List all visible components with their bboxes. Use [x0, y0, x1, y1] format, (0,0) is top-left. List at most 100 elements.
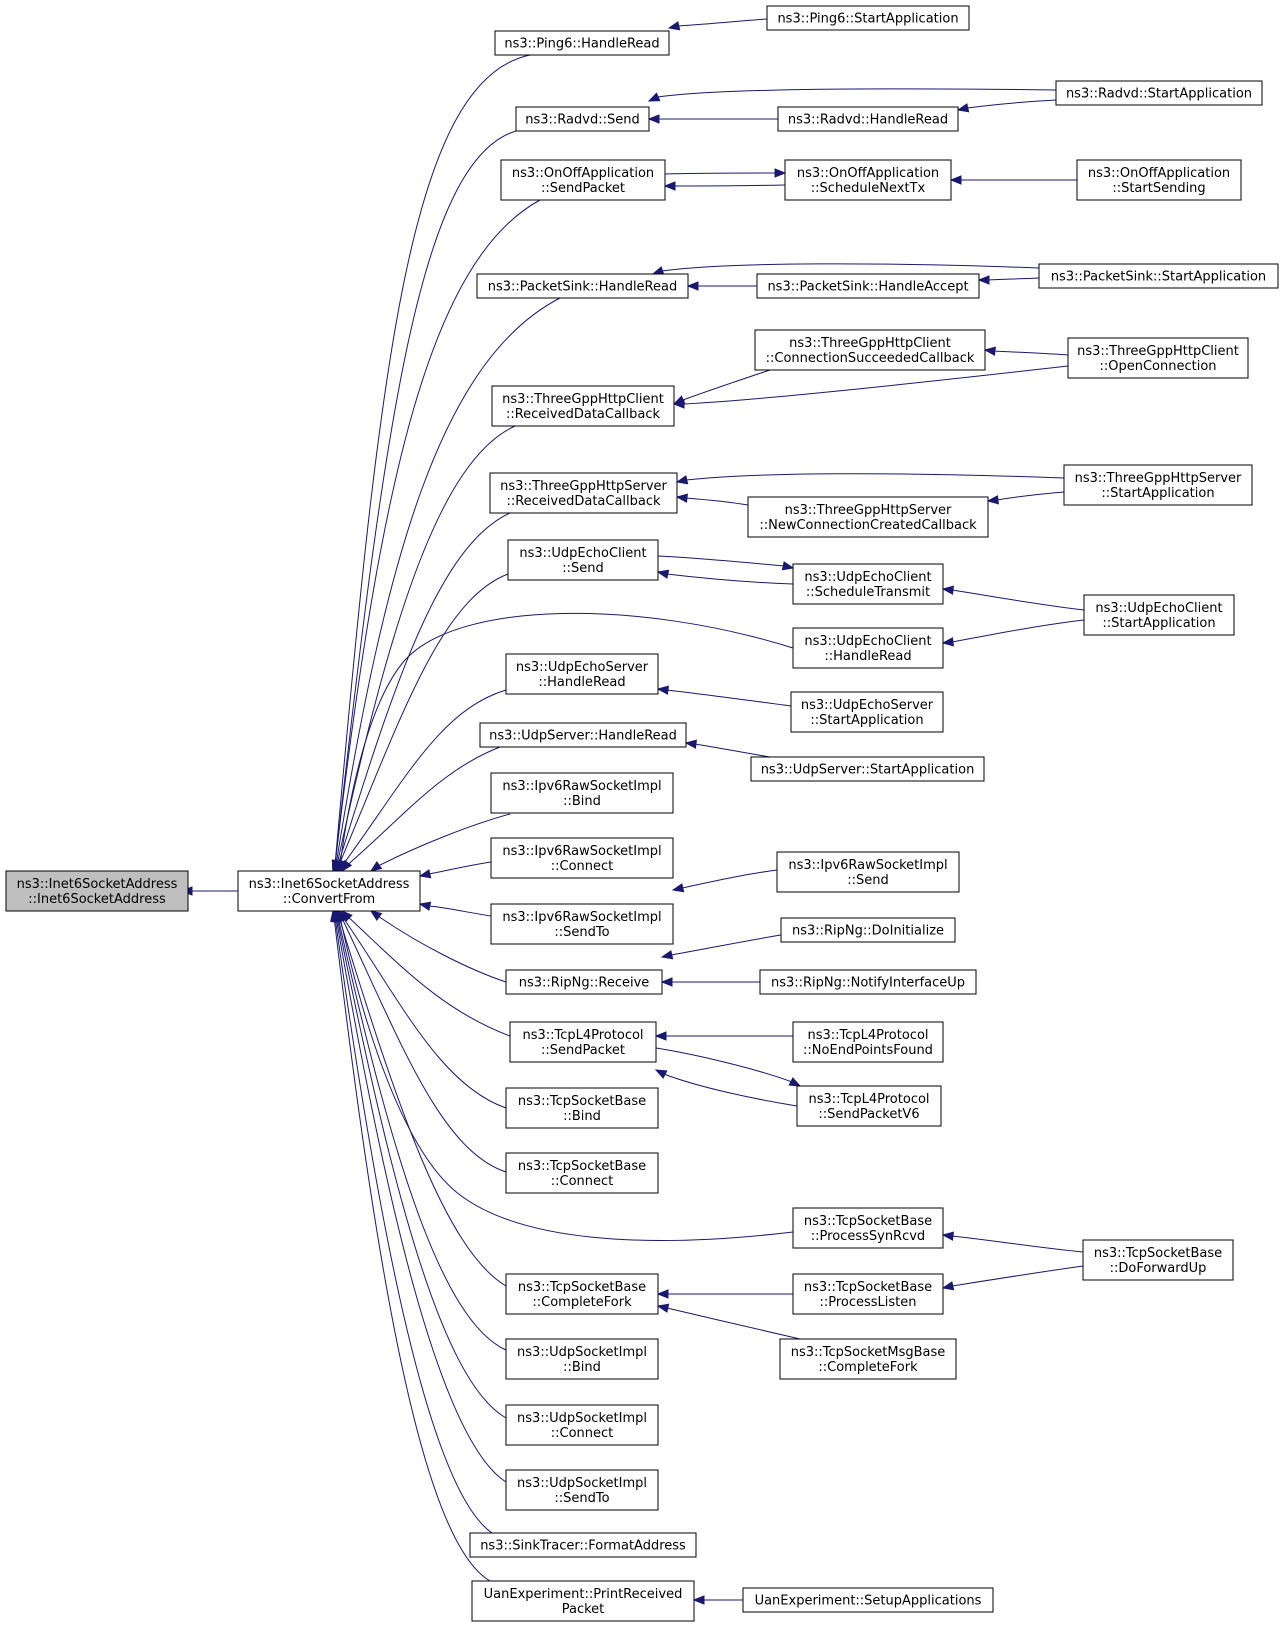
- node-label-line: ns3::Ipv6RawSocketImpl: [502, 910, 661, 925]
- node-hssa[interactable]: ns3::ThreeGppHttpServer::StartApplicatio…: [1063, 464, 1253, 506]
- edge-onoffsp-to-onoffsnt: [664, 168, 787, 178]
- node-ripdoinit[interactable]: ns3::RipNg::DoInitialize: [780, 917, 956, 943]
- node-box: [792, 563, 944, 605]
- node-hsncc[interactable]: ns3::ThreeGppHttpServer::NewConnectionCr…: [747, 496, 989, 538]
- node-ipv6sendto[interactable]: ns3::Ipv6RawSocketImpl::SendTo: [490, 903, 674, 945]
- node-onoffss[interactable]: ns3::OnOffApplication::StartSending: [1076, 159, 1242, 201]
- node-label-line: UanExperiment::PrintReceived: [484, 1587, 683, 1602]
- node-pshr[interactable]: ns3::PacketSink::HandleRead: [476, 273, 689, 299]
- edge-uessa-to-ueshr: [656, 685, 792, 707]
- node-hcrdc[interactable]: ns3::ThreeGppHttpClient::ReceivedDataCal…: [491, 385, 675, 427]
- node-label-line: UanExperiment::SetupApplications: [755, 1594, 982, 1609]
- node-uessa[interactable]: ns3::UdpEchoServer::StartApplication: [790, 691, 944, 733]
- node-ping6hr[interactable]: ns3::Ping6::HandleRead: [494, 30, 670, 56]
- edge-ipv6bind-to-cf: [369, 813, 511, 872]
- node-psha[interactable]: ns3::PacketSink::HandleAccept: [756, 273, 980, 299]
- node-box: [747, 496, 989, 538]
- node-uecst[interactable]: ns3::UdpEchoClient::ScheduleTransmit: [792, 563, 944, 605]
- edge-arrowhead: [330, 909, 340, 923]
- edge-onoffsnt-to-onoffsp: [663, 181, 786, 191]
- node-ripniu[interactable]: ns3::RipNg::NotifyInterfaceUp: [759, 969, 977, 995]
- node-stfa[interactable]: ns3::SinkTracer::FormatAddress: [469, 1532, 697, 1558]
- node-box: [792, 1273, 944, 1315]
- edge-line: [951, 619, 1085, 643]
- edge-tsbbind-to-cf: [339, 909, 507, 1109]
- node-tsbconn[interactable]: ns3::TcpSocketBase::Connect: [505, 1152, 659, 1194]
- node-box: [792, 1021, 944, 1063]
- edge-arrowhead: [684, 739, 697, 749]
- node-box: [505, 653, 659, 695]
- node-box: [505, 1338, 659, 1380]
- node-usisendto[interactable]: ns3::UdpSocketImpl::SendTo: [505, 1469, 659, 1511]
- node-box: [1055, 80, 1263, 106]
- node-radvdsa[interactable]: ns3::Radvd::StartApplication: [1055, 80, 1263, 106]
- node-label-line: ::StartApplication: [810, 713, 923, 728]
- node-tsmbcf[interactable]: ns3::TcpSocketMsgBase::CompleteFork: [779, 1338, 957, 1380]
- node-tsbbind[interactable]: ns3::TcpSocketBase::Bind: [505, 1087, 659, 1129]
- node-label-line: ns3::Radvd::HandleRead: [788, 113, 948, 128]
- node-label-line: ns3::UdpEchoClient: [519, 546, 646, 561]
- node-label-line: ::HandleRead: [824, 649, 911, 664]
- node-tsbcf[interactable]: ns3::TcpSocketBase::CompleteFork: [505, 1273, 659, 1315]
- node-tcpl4nepf[interactable]: ns3::TcpL4Protocol::NoEndPointsFound: [792, 1021, 944, 1063]
- node-label-line: ns3::UdpSocketImpl: [517, 1476, 647, 1491]
- edge-line: [996, 491, 1065, 501]
- edge-onoffss-to-onoffsnt: [949, 175, 1077, 185]
- node-uesa[interactable]: UanExperiment::SetupApplications: [742, 1587, 994, 1613]
- node-pssa[interactable]: ns3::PacketSink::StartApplication: [1038, 263, 1279, 289]
- node-onoffsp[interactable]: ns3::OnOffApplication::SendPacket: [500, 159, 666, 201]
- node-onoffsnt[interactable]: ns3::OnOffApplication::ScheduleNextTx: [784, 159, 952, 201]
- node-box: [784, 159, 952, 201]
- node-label-line: ns3::Ipv6RawSocketImpl: [502, 779, 661, 794]
- node-uecsa[interactable]: ns3::UdpEchoClient::StartApplication: [1083, 594, 1235, 636]
- edge-ushr-to-cf: [341, 746, 501, 873]
- node-ipv6send[interactable]: ns3::Ipv6RawSocketImpl::Send: [776, 851, 960, 893]
- node-label-line: ns3::Ping6::HandleRead: [504, 37, 659, 52]
- node-uechr[interactable]: ns3::UdpEchoClient::HandleRead: [792, 627, 944, 669]
- node-label-line: ns3::Radvd::Send: [525, 113, 639, 128]
- edge-line: [661, 263, 1040, 272]
- node-usiconn[interactable]: ns3::UdpSocketImpl::Connect: [505, 1404, 659, 1446]
- edge-arrowhead: [656, 685, 669, 695]
- edge-line: [336, 425, 516, 866]
- edge-arrowhead: [656, 1289, 669, 1299]
- edge-uecsa-to-uecst: [941, 585, 1085, 611]
- node-tsbpl[interactable]: ns3::TcpSocketBase::ProcessListen: [792, 1273, 944, 1315]
- edge-line: [335, 916, 507, 1483]
- node-ipv6conn[interactable]: ns3::Ipv6RawSocketImpl::Connect: [490, 837, 674, 879]
- node-label-line: ns3::TcpSocketMsgBase: [791, 1345, 946, 1360]
- edge-line: [338, 916, 507, 1287]
- node-uecsend[interactable]: ns3::UdpEchoClient::Send: [507, 539, 659, 581]
- node-usibind[interactable]: ns3::UdpSocketImpl::Bind: [505, 1338, 659, 1380]
- edge-ripdoinit-to-riprecv: [660, 934, 782, 960]
- node-box: [1063, 464, 1253, 506]
- node-cf[interactable]: ns3::Inet6SocketAddress::ConvertFrom: [237, 870, 421, 912]
- node-label-line: ::Bind: [563, 794, 601, 809]
- node-ipv6bind[interactable]: ns3::Ipv6RawSocketImpl::Bind: [490, 772, 674, 814]
- node-tsbpsr[interactable]: ns3::TcpSocketBase::ProcessSynRcvd: [792, 1207, 944, 1249]
- edge-pssa-to-pshr: [651, 263, 1040, 276]
- node-radvdhr[interactable]: ns3::Radvd::HandleRead: [777, 106, 959, 132]
- node-box: [5, 870, 189, 912]
- node-label-line: ns3::ThreeGppHttpServer: [785, 503, 952, 518]
- node-radvdsend[interactable]: ns3::Radvd::Send: [515, 106, 650, 132]
- node-ping6sa[interactable]: ns3::Ping6::StartApplication: [766, 5, 970, 31]
- node-label-line: ::Connect: [551, 1426, 614, 1441]
- node-ueshr[interactable]: ns3::UdpEchoServer::HandleRead: [505, 653, 659, 695]
- node-ussa[interactable]: ns3::UdpServer::StartApplication: [750, 756, 985, 782]
- node-tsbdfu[interactable]: ns3::TcpSocketBase::DoForwardUp: [1082, 1239, 1234, 1281]
- edge-arrowhead: [647, 92, 661, 102]
- node-ushr[interactable]: ns3::UdpServer::HandleRead: [479, 722, 687, 748]
- edge-line: [951, 589, 1085, 611]
- node-hsrdc[interactable]: ns3::ThreeGppHttpServer::ReceivedDataCal…: [489, 472, 678, 514]
- node-hccsc[interactable]: ns3::ThreeGppHttpClient::ConnectionSucce…: [754, 329, 986, 371]
- node-hcoc[interactable]: ns3::ThreeGppHttpClient::OpenConnection: [1067, 337, 1249, 379]
- edge-arrowhead: [941, 637, 954, 647]
- node-tcpl4sp[interactable]: ns3::TcpL4Protocol::SendPacket: [509, 1021, 657, 1063]
- node-tcpl4sp6[interactable]: ns3::TcpL4Protocol::SendPacketV6: [796, 1085, 942, 1127]
- node-riprecv[interactable]: ns3::RipNg::Receive: [505, 969, 663, 995]
- node-label-line: ns3::ThreeGppHttpClient: [502, 392, 664, 407]
- node-label-line: ::StartApplication: [1101, 486, 1214, 501]
- edge-pssa-to-psha: [977, 275, 1040, 285]
